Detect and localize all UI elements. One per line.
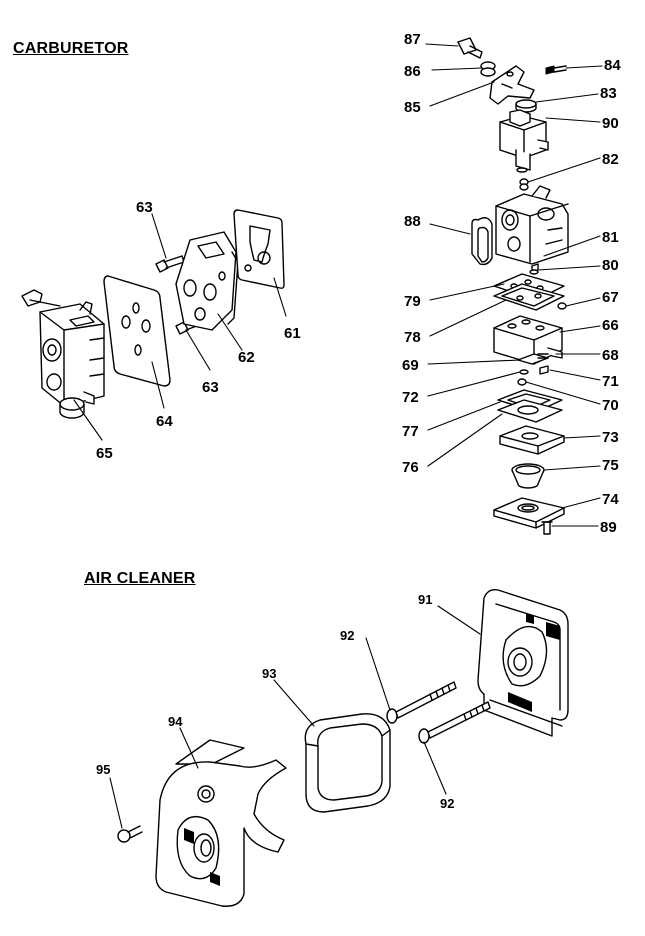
part-92-label: 92 [340, 628, 354, 643]
air-cleaner-section-title: AIR CLEANER [84, 570, 196, 587]
insulator-gasket-drawing [103, 275, 171, 387]
part-70-label: 70 [602, 397, 619, 414]
diaphragm-76-drawing [497, 399, 563, 423]
part-67-label: 67 [602, 289, 619, 306]
diaphragm-78-drawing [493, 283, 565, 311]
part-73-label: 73 [602, 429, 619, 446]
part-94-label: 94 [168, 714, 183, 729]
air-cleaner-cover-94-drawing [155, 739, 287, 907]
pump-body-90-drawing [499, 109, 549, 173]
part-63b-label: 63 [202, 379, 219, 396]
part-86-label: 86 [404, 63, 421, 80]
part-66-label: 66 [602, 317, 619, 334]
part-88-label: 88 [404, 213, 421, 230]
bolt-92a-drawing [386, 681, 457, 724]
cover-73-drawing [499, 425, 565, 455]
part-71-label: 71 [602, 373, 619, 390]
insulator-block-drawing [175, 231, 239, 331]
part-68-label: 68 [602, 347, 619, 364]
primer-cup-75-drawing [511, 463, 545, 489]
needle-67-drawing [557, 302, 567, 310]
filter-element-93-drawing [304, 713, 391, 813]
part-61-label: 61 [284, 325, 301, 342]
part-69-label: 69 [402, 357, 419, 374]
part-number-labels: 87 86 85 84 83 90 82 88 81 80 79 67 78 6… [96, 31, 621, 811]
filter-80-drawing [529, 269, 539, 275]
part-89-label: 89 [600, 519, 617, 536]
part-72-label: 72 [402, 389, 419, 406]
part-82-label: 82 [602, 151, 619, 168]
part-65-label: 65 [96, 445, 113, 462]
metering-body-66-drawing [493, 315, 563, 365]
part-80-label: 80 [602, 257, 619, 274]
adjust-screw-87-drawing [457, 37, 483, 59]
leader-lines [73, 43, 603, 829]
carburetor-body-drawing [21, 289, 105, 419]
part-83-label: 83 [600, 85, 617, 102]
bolt-63-drawing [155, 255, 185, 273]
gasket-61-drawing [233, 209, 285, 289]
carburetor-section-title: CARBURETOR [13, 40, 129, 57]
bolt-92b-drawing [418, 701, 491, 744]
part-81-label: 81 [602, 229, 619, 246]
pin-72-drawing [519, 369, 529, 375]
part-77-label: 77 [402, 423, 419, 440]
screw-89-drawing [541, 521, 553, 535]
part-85-label: 85 [404, 99, 421, 116]
part-93-label: 93 [262, 666, 276, 681]
part-84-label: 84 [604, 57, 621, 74]
washer-86-drawing [480, 61, 496, 77]
part-74-label: 74 [602, 491, 619, 508]
part-62-label: 62 [238, 349, 255, 366]
o-ring-88-drawing [471, 217, 493, 266]
screw-71-drawing [539, 365, 549, 375]
screw-95-drawing [117, 825, 143, 843]
part-76-label: 76 [402, 459, 419, 476]
part-90-label: 90 [602, 115, 619, 132]
part-95-label: 95 [96, 762, 110, 777]
spring-68-drawing [537, 353, 549, 359]
part-64-label: 64 [156, 413, 173, 430]
part-63-label: 63 [136, 199, 153, 216]
lever-85-drawing [489, 65, 535, 105]
carb-main-body-drawing [495, 185, 569, 265]
part-79-label: 79 [404, 293, 421, 310]
valve-70-drawing [517, 378, 527, 386]
nozzle-82-drawing [519, 178, 529, 191]
part-78-label: 78 [404, 329, 421, 346]
part-91-label: 91 [418, 592, 432, 607]
cover-plate-74-drawing [493, 497, 565, 529]
part-75-label: 75 [602, 457, 619, 474]
part-92b-label: 92 [440, 796, 454, 811]
part-87-label: 87 [404, 31, 421, 48]
screw-84-drawing [545, 65, 567, 75]
air-cleaner-case-91-drawing [477, 588, 569, 737]
